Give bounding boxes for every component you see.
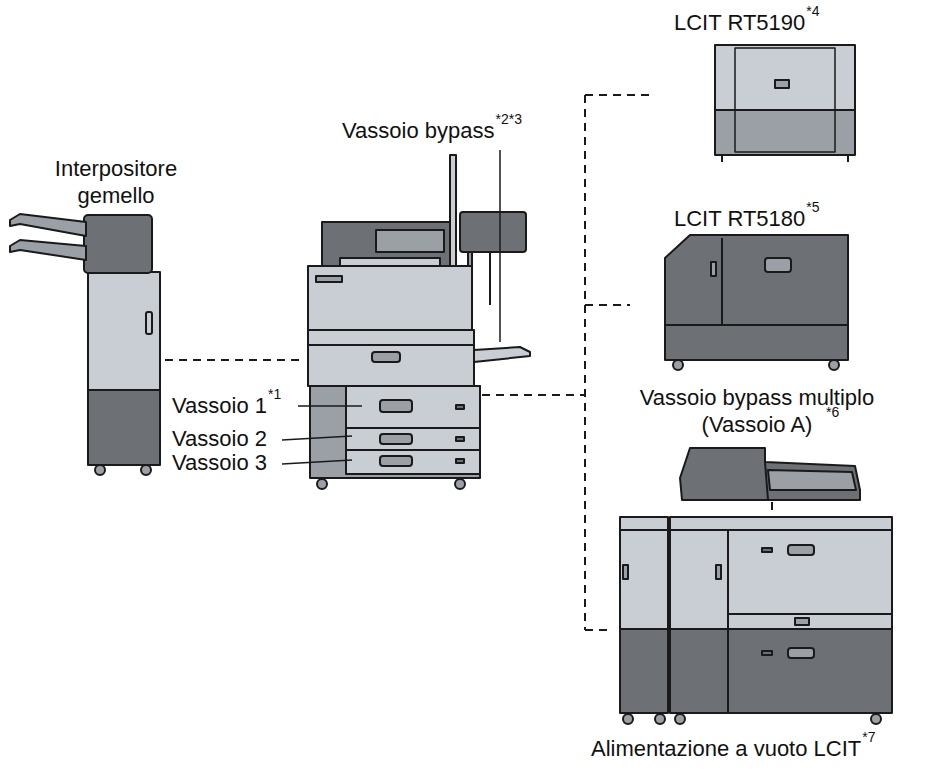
- device-name: Interpositore gemello: [41, 155, 191, 209]
- vacuum-lcit-drawing: [620, 517, 892, 724]
- footnote-mark: *7: [862, 729, 875, 745]
- device-name: Vassoio bypass multiplo (Vassoio A): [602, 384, 912, 438]
- lcit-rt5180-drawing: [665, 235, 848, 370]
- interposer-drawing: [10, 214, 160, 475]
- part-name: Vassoio 3: [172, 449, 267, 476]
- device-name: LCIT RT5180: [674, 205, 805, 232]
- part-name: Vassoio 2: [172, 425, 267, 452]
- device-name: Alimentazione a vuoto LCIT: [591, 735, 861, 762]
- footnote-mark: *6: [826, 404, 839, 420]
- footnote-mark: *5: [806, 199, 819, 215]
- footnote-mark: *4: [806, 3, 819, 19]
- part-name: Vassoio 1: [172, 392, 267, 419]
- part-name: Vassoio bypass: [342, 117, 494, 144]
- device-name: LCIT RT5190: [674, 9, 805, 36]
- printer-drawing: [308, 155, 530, 489]
- multi-bypass-tray-drawing: [680, 448, 860, 500]
- footnote-mark: *2*3: [495, 111, 521, 127]
- footnote-mark: *1: [268, 386, 281, 402]
- lcit-rt5190-drawing: [715, 45, 855, 162]
